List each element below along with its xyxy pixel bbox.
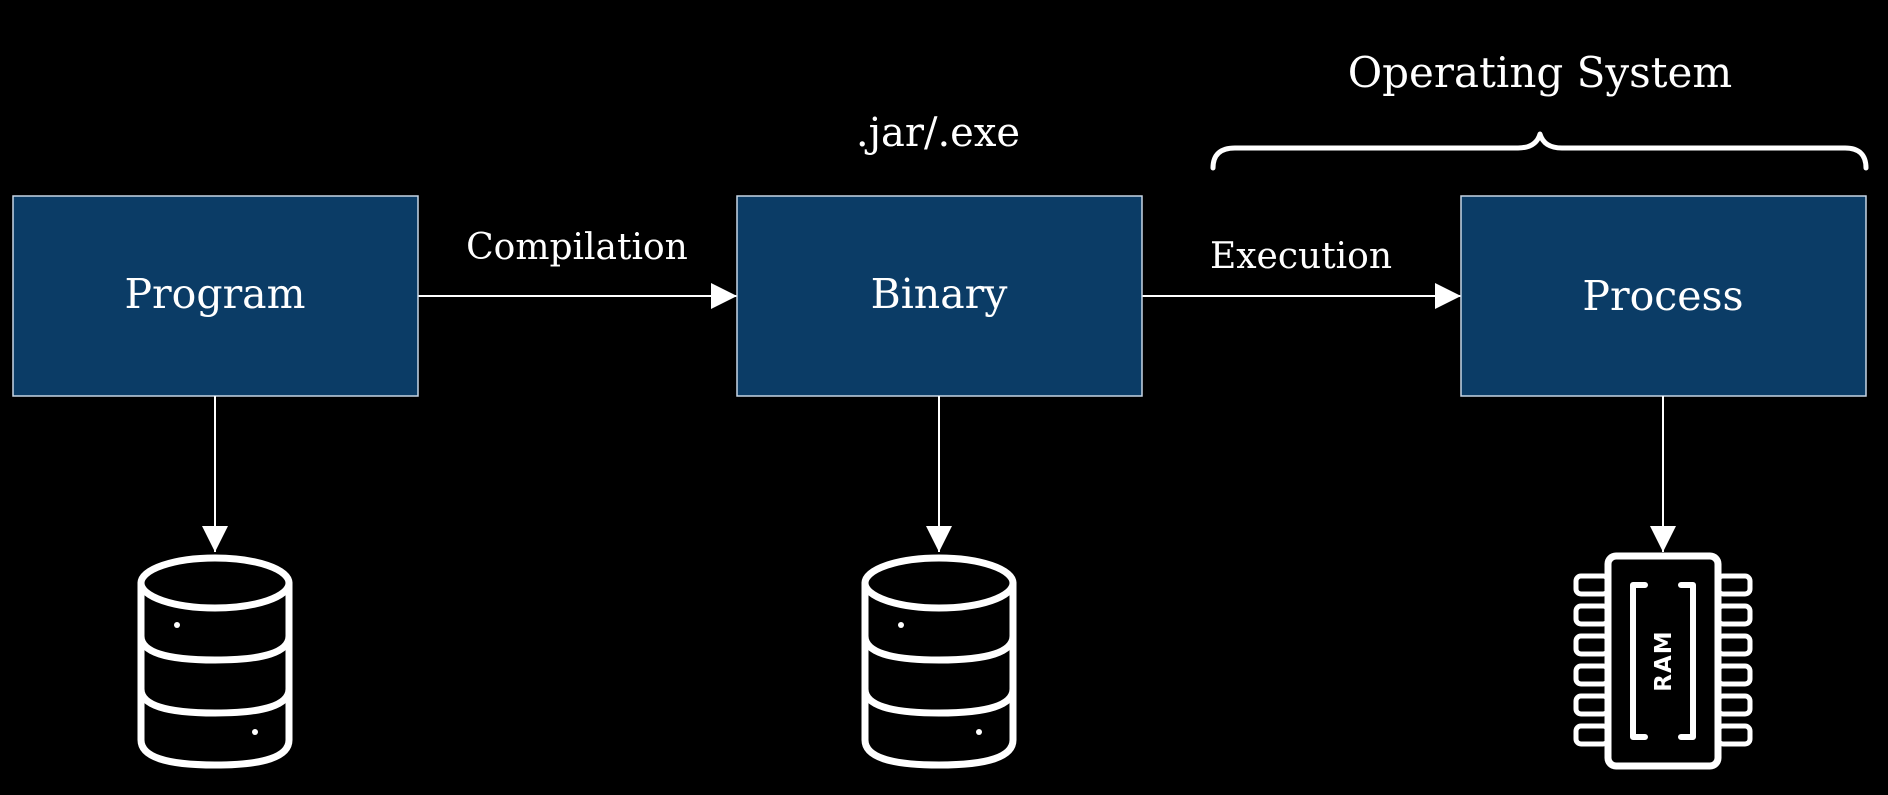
database-icon [137,554,293,769]
binary-node: Binary [736,195,1143,397]
ram-label: RAM [1651,630,1677,691]
process-node: Process [1460,195,1867,397]
program-label: Program [124,270,305,318]
binary-label: Binary [871,270,1009,318]
compilation-label: Compilation [466,227,688,268]
execution-label: Execution [1210,236,1392,277]
process-label: Process [1582,272,1743,320]
binary-format-label: .jar/.exe [856,110,1020,156]
ram-chip-icon: RAM [1573,552,1753,770]
database-icon [861,554,1017,769]
operating-system-brace [1210,131,1869,171]
operating-system-label: Operating System [1348,48,1733,97]
program-node: Program [12,195,419,397]
